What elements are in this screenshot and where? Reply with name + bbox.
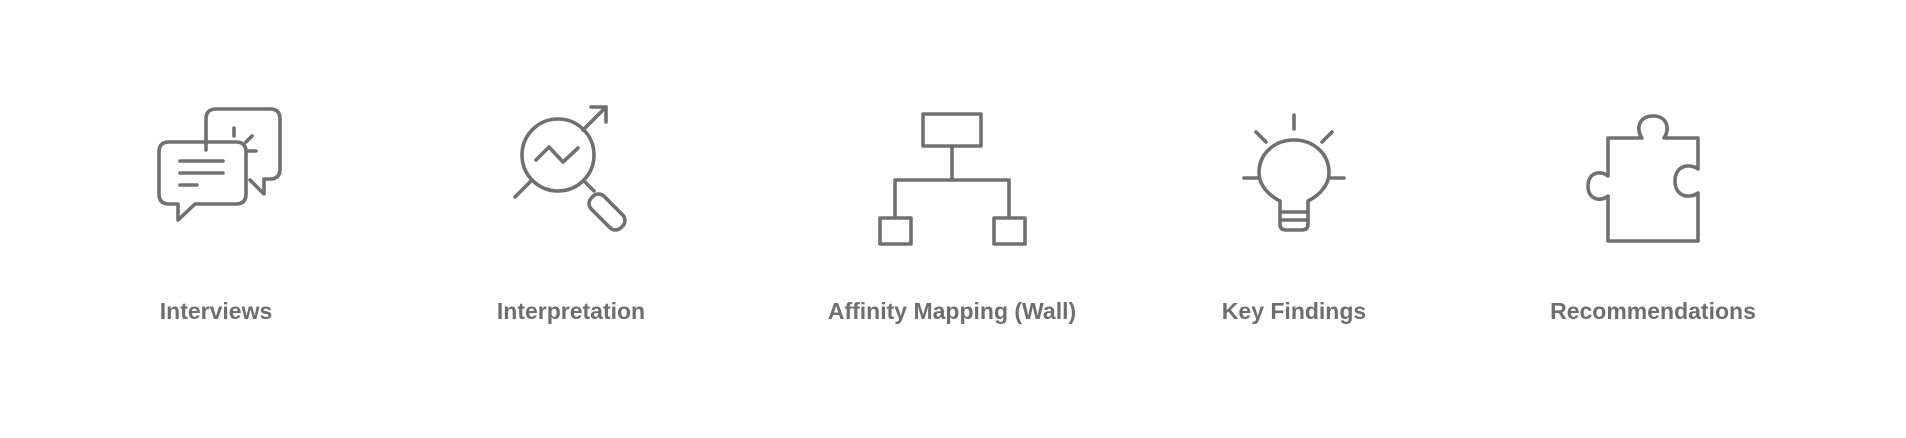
chat-bubbles-icon [131,105,301,255]
step-key-findings: Key Findings [1104,0,1484,438]
step-label: Interviews [159,298,273,324]
step-label: Interpretation [496,298,646,324]
step-interpretation: Interpretation [381,0,761,438]
step-label: Key Findings [1221,298,1367,324]
step-label: Recommendations [1550,298,1756,324]
puzzle-piece-icon [1568,105,1738,255]
magnifier-chart-icon [486,105,656,255]
step-label: Affinity Mapping (Wall) [827,298,1077,324]
step-affinity-mapping: Affinity Mapping (Wall) [762,0,1142,438]
lightbulb-icon [1209,105,1379,255]
hierarchy-icon [867,105,1037,255]
step-interviews: Interviews [26,0,406,438]
step-recommendations: Recommendations [1463,0,1843,438]
